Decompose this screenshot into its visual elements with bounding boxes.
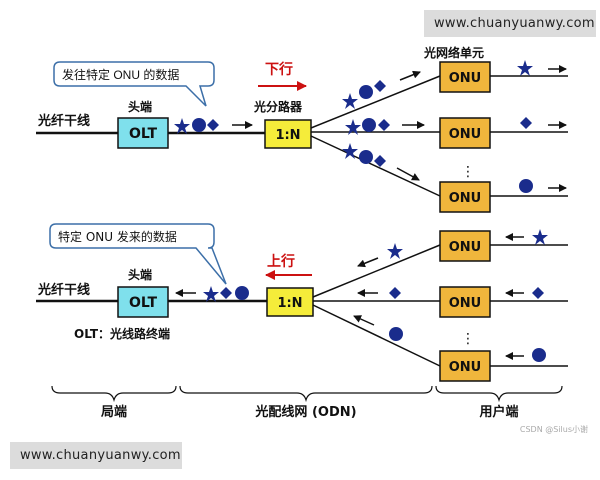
star-icon bbox=[532, 229, 548, 245]
bottom-onu-box-2: ONU bbox=[439, 286, 491, 318]
bottom-onu-box-3: ONU bbox=[439, 350, 491, 382]
diamond-icon bbox=[389, 287, 401, 299]
top-dots: ⋮ bbox=[461, 164, 475, 180]
svg-text:OLT: OLT bbox=[129, 295, 158, 311]
circle-icon bbox=[359, 150, 373, 164]
top-olt-text: OLT bbox=[129, 126, 158, 142]
bottom-head-label: 头端 bbox=[128, 267, 152, 282]
bottom-direction-label: 上行 bbox=[267, 253, 295, 270]
svg-text:ONU: ONU bbox=[449, 127, 482, 142]
section-label-office: 局端 bbox=[101, 404, 127, 420]
bottom-callout-text: 特定 ONU 发来的数据 bbox=[58, 229, 177, 244]
watermark-top: www.chuanyuanwy.com bbox=[424, 10, 596, 37]
svg-text:ONU: ONU bbox=[449, 240, 482, 255]
bottom-trunk-symbols bbox=[203, 286, 249, 302]
bottom-branches bbox=[312, 244, 441, 367]
top-trunk-label: 光纤干线 bbox=[37, 113, 90, 129]
bottom-user-arrows bbox=[505, 233, 524, 360]
diamond-icon bbox=[374, 80, 386, 92]
top-user-symbols bbox=[517, 60, 533, 193]
top-splitter-label: 光分路器 bbox=[253, 99, 303, 114]
top-branch-symbols-2 bbox=[345, 118, 390, 135]
diamond-icon bbox=[378, 119, 390, 131]
bottom-user-symbols bbox=[532, 229, 548, 362]
bottom-trunk-label: 光纤干线 bbox=[37, 282, 90, 298]
csdn-credit: CSDN @Silus小谢 bbox=[520, 424, 588, 434]
circle-icon bbox=[389, 327, 403, 341]
bottom-splitter-box: 1:N bbox=[266, 287, 314, 317]
top-onu-box-1: ONU bbox=[439, 61, 491, 93]
top-splitter-box: 1:N bbox=[264, 119, 312, 149]
top-head-label: 头端 bbox=[128, 99, 152, 114]
top-user-lines bbox=[490, 75, 568, 197]
section-label-odn: 光配线网 (ODN) bbox=[254, 404, 356, 420]
top-callout: 发往特定 ONU 的数据 bbox=[53, 61, 215, 107]
top-onu-box-3: ONU bbox=[439, 181, 491, 213]
star-icon bbox=[174, 118, 190, 134]
star-icon bbox=[342, 93, 358, 109]
svg-text:ONU: ONU bbox=[449, 71, 482, 86]
svg-text:ONU: ONU bbox=[449, 191, 482, 206]
diamond-icon bbox=[207, 119, 219, 131]
circle-icon bbox=[192, 118, 206, 132]
bottom-onu-box-1: ONU bbox=[439, 230, 491, 262]
top-onu-unit-label: 光网络单元 bbox=[423, 45, 484, 60]
bottom-olt-box: OLT bbox=[117, 286, 169, 318]
top-onu-box-2: ONU bbox=[439, 117, 491, 149]
star-icon bbox=[345, 119, 361, 135]
top-direction-label: 下行 bbox=[265, 61, 293, 78]
top-user-arrows bbox=[548, 65, 567, 192]
star-icon bbox=[342, 143, 358, 159]
diamond-icon bbox=[220, 287, 232, 299]
circle-icon bbox=[359, 85, 373, 99]
diamond-icon bbox=[532, 287, 544, 299]
bottom-dots: ⋮ bbox=[461, 331, 475, 347]
section-label-user: 用户端 bbox=[478, 404, 518, 420]
section-braces bbox=[51, 385, 563, 403]
svg-text:1:N: 1:N bbox=[277, 296, 302, 311]
diamond-icon bbox=[520, 117, 532, 129]
top-branches bbox=[310, 75, 441, 197]
bottom-callout: 特定 ONU 发来的数据 bbox=[49, 223, 227, 285]
top-branch-symbols-3 bbox=[342, 143, 386, 167]
bottom-olt-note: OLT：光线路终端 bbox=[74, 326, 170, 341]
star-icon bbox=[517, 60, 533, 76]
top-trunk-symbols bbox=[174, 118, 219, 134]
diamond-icon bbox=[374, 155, 386, 167]
bottom-user-lines bbox=[490, 244, 568, 367]
top-callout-text: 发往特定 ONU 的数据 bbox=[62, 67, 179, 82]
top-branch-symbols-1 bbox=[342, 80, 386, 109]
circle-icon bbox=[532, 348, 546, 362]
circle-icon bbox=[362, 118, 376, 132]
top-olt-box: OLT bbox=[117, 117, 169, 149]
svg-text:ONU: ONU bbox=[449, 296, 482, 311]
svg-text:ONU: ONU bbox=[449, 360, 482, 375]
star-icon bbox=[203, 286, 219, 302]
top-splitter-text: 1:N bbox=[275, 128, 300, 143]
star-icon bbox=[387, 243, 403, 259]
watermark-bottom: www.chuanyuanwy.com bbox=[10, 442, 182, 469]
circle-icon bbox=[235, 286, 249, 300]
circle-icon bbox=[519, 179, 533, 193]
